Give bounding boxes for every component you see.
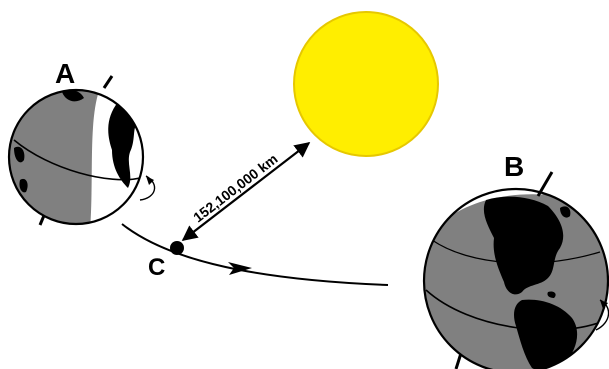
label-a: A <box>55 58 75 89</box>
earth-b-icon <box>424 172 609 369</box>
earth-a-icon <box>0 76 155 230</box>
label-b: B <box>504 151 524 182</box>
distance-label: 152,100,000 km <box>190 150 281 225</box>
distance-line <box>183 143 309 240</box>
label-c: C <box>148 254 165 281</box>
sun-icon <box>294 12 438 156</box>
point-c-dot <box>170 241 184 255</box>
